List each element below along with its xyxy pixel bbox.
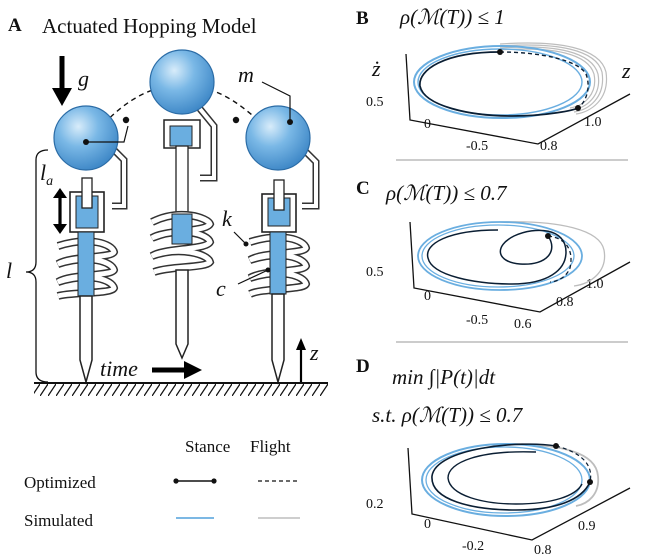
legend-row-optimized: Optimized xyxy=(24,473,96,492)
height-arrow-icon xyxy=(296,338,306,382)
spring-label: k xyxy=(222,206,233,231)
panel-b-zdot-tick: -0.5 xyxy=(466,139,488,154)
mass-ball-middle xyxy=(149,49,215,115)
damper-leader xyxy=(237,269,269,285)
panel-d-title-line2: s.t. ρ(ℳ(T)) ≤ 0.7 xyxy=(372,403,524,427)
panel-c: C ρ(ℳ(T)) ≤ 0.7 0.5 0 -0.5 0.6 0.8 1.0 xyxy=(356,178,631,332)
panel-c-zdot-tick: 0.5 xyxy=(366,265,384,280)
height-label: z xyxy=(309,340,319,365)
panel-c-z-tick: 0.6 xyxy=(514,317,532,332)
mass-ball-left xyxy=(53,105,119,171)
legend-col-flight: Flight xyxy=(250,437,291,456)
panel-d-optimized-stance xyxy=(431,443,591,511)
trajectory-dot-left xyxy=(122,116,130,124)
panel-c-z-tick: 1.0 xyxy=(586,277,604,292)
ground-hatching xyxy=(34,384,328,396)
panel-d-optimized-flight xyxy=(555,445,592,483)
gravity-arrow-icon xyxy=(52,56,72,106)
panel-letter-d: D xyxy=(356,356,370,377)
panel-a: A Actuated Hopping Model g xyxy=(6,14,328,396)
panel-c-z-tick: 0.8 xyxy=(556,295,574,310)
panel-d: D min ∫|P(t)|dt s.t. ρ(ℳ(T)) ≤ 0.7 0.2 0… xyxy=(356,356,631,558)
panel-c-simulated-trajectory xyxy=(417,221,583,291)
panel-a-title: Actuated Hopping Model xyxy=(42,14,257,38)
time-label: time xyxy=(100,356,138,381)
panel-c-zdot-tick: 0 xyxy=(424,289,431,304)
panel-d-axes xyxy=(407,447,631,541)
time-arrow-icon xyxy=(152,361,202,379)
panel-c-optimized-flight xyxy=(547,235,572,283)
panel-d-zdot-tick: 0 xyxy=(424,517,431,532)
panel-c-flight-trajectory xyxy=(499,221,606,287)
legend-row-simulated: Simulated xyxy=(24,511,93,530)
actuator-length-label: la xyxy=(40,160,53,189)
panel-letter-a: A xyxy=(8,15,22,36)
center-leader xyxy=(86,125,129,143)
axis-z-label: z xyxy=(621,58,631,83)
panel-d-z-tick: 0.9 xyxy=(578,519,596,534)
panel-c-axes xyxy=(409,221,631,313)
panel-c-zdot-tick: -0.5 xyxy=(466,313,488,328)
panel-d-title-line1: min ∫|P(t)|dt xyxy=(392,365,496,390)
panel-d-zdot-tick: -0.2 xyxy=(462,539,484,554)
hopper-left xyxy=(53,105,128,385)
panel-b-axes xyxy=(405,53,631,145)
spring-leader xyxy=(233,231,247,245)
legend: Stance Flight Optimized Simulated xyxy=(24,437,300,530)
panel-c-title: ρ(ℳ(T)) ≤ 0.7 xyxy=(385,181,508,205)
actuator-arrow-icon xyxy=(53,188,67,234)
panel-b-simulated-trajectory xyxy=(413,45,591,119)
trajectory-dot-right xyxy=(232,116,240,124)
panel-b-zdot-tick: 0 xyxy=(424,117,431,132)
panel-d-simulated-trajectory xyxy=(421,443,591,517)
damper-label: c xyxy=(216,276,226,301)
panel-b-z-tick: 1.0 xyxy=(584,115,602,130)
leg-length-label: l xyxy=(6,258,12,283)
mass-ball-right xyxy=(245,105,311,171)
hopper-right xyxy=(245,105,320,385)
panel-c-optimized-stance xyxy=(426,229,567,285)
panel-b: B ρ(ℳ(T)) ≤ 1 ż z 0.5 0 -0.5 0.8 1.0 xyxy=(356,5,631,154)
panel-letter-c: C xyxy=(356,178,370,199)
panel-d-z-tick: 0.8 xyxy=(534,543,552,558)
mass-label: m xyxy=(238,62,254,87)
panel-b-z-tick: 0.8 xyxy=(540,139,558,154)
gravity-label: g xyxy=(78,66,89,91)
mass-leader xyxy=(261,81,291,122)
leg-length-brace xyxy=(25,149,49,383)
hopper-middle xyxy=(149,49,218,360)
panel-b-zdot-tick: 0.5 xyxy=(366,95,384,110)
axis-zdot-label: ż xyxy=(371,56,381,81)
panel-letter-b: B xyxy=(356,8,369,29)
panel-b-title: ρ(ℳ(T)) ≤ 1 xyxy=(399,5,505,29)
panel-d-flight-trajectory xyxy=(507,443,600,507)
legend-col-stance: Stance xyxy=(185,437,230,456)
legend-optimized-stance-swatch xyxy=(173,478,217,484)
panel-b-optimized-flight xyxy=(499,51,589,109)
panel-d-zdot-tick: 0.2 xyxy=(366,497,384,512)
panel-b-optimized-stance xyxy=(419,51,579,117)
